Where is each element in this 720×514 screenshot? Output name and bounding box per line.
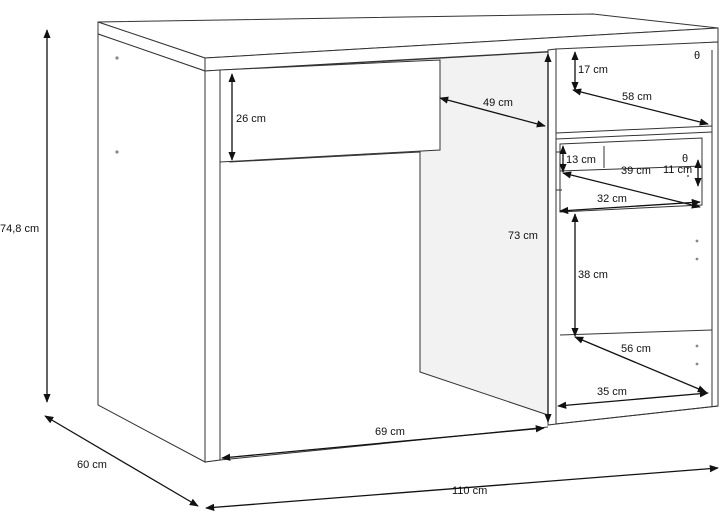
- shelf-pin-hole: [695, 344, 699, 348]
- dim-leg-width: [221, 425, 545, 461]
- label-drawer-height: 26 cm: [236, 113, 266, 125]
- label-side-gap: 11 cm: [663, 164, 692, 176]
- label-small-drawer-width: 32 cm: [597, 193, 627, 205]
- label-leg-height: 73 cm: [508, 230, 538, 242]
- label-width-total: 110 cm: [452, 485, 487, 497]
- dowel-hole: [115, 150, 119, 154]
- dowel-hole: [115, 56, 119, 60]
- hinge-mark: θ: [682, 153, 688, 165]
- label-small-drawer-depth: 39 cm: [621, 165, 651, 177]
- dim-small-drawer-width: [559, 198, 701, 215]
- left-side-panel: [97, 33, 206, 463]
- label-small-drawer-height: 13 cm: [566, 154, 596, 166]
- drawer-front: [219, 59, 441, 163]
- cabinet-inner-panel: [547, 48, 557, 426]
- label-leg-width: 69 cm: [375, 426, 405, 438]
- hinge-mark: θ: [694, 50, 700, 62]
- dim-bottom-shelf-width: [557, 390, 709, 409]
- dim-drawer-depth: [439, 96, 546, 128]
- shelf-pin-hole: [695, 362, 699, 366]
- label-bottom-shelf-height: 38 cm: [578, 269, 608, 281]
- shelf-pin-hole: [695, 257, 699, 261]
- label-drawer-depth: 49 cm: [483, 97, 513, 109]
- dimension-lines: [43, 29, 719, 511]
- dimension-labels: 74,8 cm 60 cm 110 cm 69 cm 73 cm 26 cm 4…: [0, 64, 692, 497]
- left-front-leg: [204, 69, 221, 463]
- dim-top-shelf-depth: [572, 88, 709, 126]
- shelf-pin-hole: [686, 166, 690, 170]
- label-bottom-shelf-width: 35 cm: [597, 386, 627, 398]
- label-depth: 60 cm: [77, 459, 107, 471]
- dim-bottom-shelf-depth: [574, 336, 707, 393]
- label-bottom-shelf-depth: 56 cm: [621, 343, 651, 355]
- shelf-pin-hole: [695, 239, 699, 243]
- label-height-total: 74,8 cm: [0, 223, 39, 235]
- dim-depth: [44, 415, 199, 507]
- label-top-shelf-height: 17 cm: [578, 64, 608, 76]
- label-top-shelf-depth: 58 cm: [622, 91, 652, 103]
- dim-width-total: [205, 465, 719, 511]
